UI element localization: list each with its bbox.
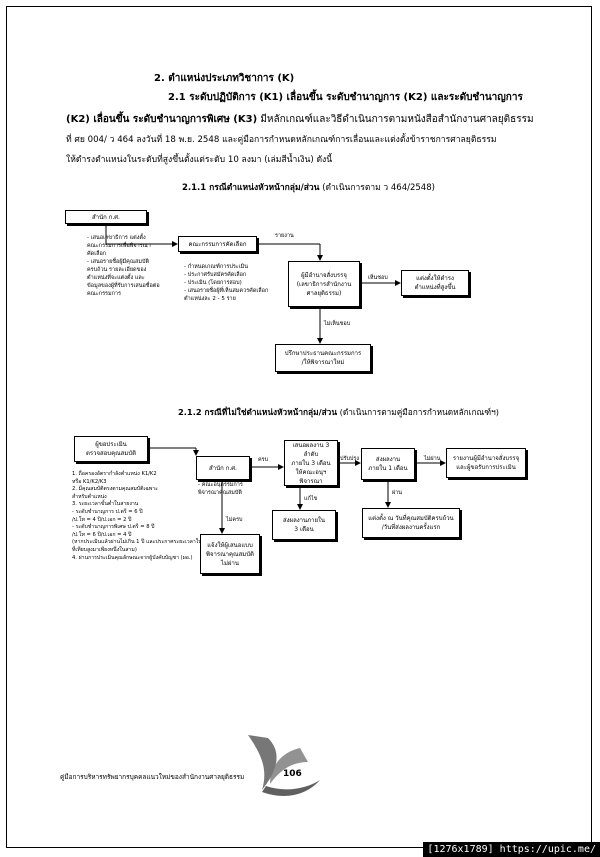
note-line: ข้อมูลของผู้ที่รับการเสนอชื่อต่อ — [87, 283, 160, 289]
flow2-label-notpass: ไม่ผ่าน — [424, 456, 441, 462]
flow2-review-box: ส่งผลงาน ภายใน 1 เดือน — [361, 448, 415, 480]
flow2-label-incomplete: ไม่ครบ — [226, 517, 243, 523]
flow1-consult-box: ปรึกษาประธานคณะกรรมการ /ให้พิจารณาใหม่ — [275, 344, 371, 372]
paragraph-line4: ให้ดำรงตำแหน่งในระดับที่สูงขึ้นตั้งแต่ระ… — [66, 155, 333, 165]
note-line: หรือ K1/K2/K3 — [72, 478, 107, 485]
note-line: - ระดับชำนาญการ ป.ตรี = 6 ปี — [72, 508, 143, 515]
flow2-notify-box: แจ้งให้ผู้เสนอแบบ พิจารณาคุณสมบัติ ไม่ผ่… — [200, 534, 260, 574]
note-line: 3. ระยะเวลาขั้นต่ำในสายงาน — [72, 501, 139, 508]
flow2-label-revise: ปรับปรุง — [340, 456, 360, 462]
note-line: - ประเมิน (โดยการสอบ) — [184, 280, 242, 286]
section-212-title: 2.1.2 กรณีที่ไม่ใช่ตำแหน่งหัวหน้ากลุ่ม/ส… — [178, 405, 499, 419]
note-line: ตำแหน่งละ 2 - 5 ราย — [184, 296, 236, 302]
flow1-label-report: รายงาน — [275, 233, 294, 239]
flow2-evaluator-box: ผู้ขอประเมิน ตรวจสอบคุณสมบัติ — [74, 436, 148, 462]
sub-title-line1: 2.1 ระดับปฏิบัติการ (K1) เลื่อนขึ้น ระดั… — [168, 92, 523, 103]
paragraph-line3: ที่ ศย 004/ ว 464 ลงวันที่ 18 พ.ย. 2548 … — [66, 135, 497, 145]
note-line: คณะกรรมการเพื่อพิจารณา — [87, 243, 151, 249]
note-line: ตำแหน่งที่จะแต่งตั้ง และ — [87, 275, 145, 281]
note-line: - ประกาศรับสมัครคัดเลือก — [184, 272, 247, 278]
note-line: คณะกรรมการ — [87, 291, 121, 297]
sub-title-line2-rest: มีหลักเกณฑ์และวิธีดำเนินการตามหนังสือสำน… — [257, 114, 534, 125]
flow2-submit-box: เสนอผลงาน 3 ลำดับ ภายใน 3 เดือน ให้คณะอน… — [284, 440, 338, 486]
note-line: - เสนอเลขาธิการ แต่งตั้ง — [87, 235, 146, 241]
note-line: 4. ผ่านการประเมินคุณลักษณะจากผู้บังคับบั… — [72, 554, 193, 561]
flow1-appoint-box: แต่งตั้งให้ดำรง ตำแหน่งที่สูงขึ้น — [401, 270, 469, 296]
section-211-title-rest: (ดำเนินการตาม ว 464/2548) — [319, 183, 435, 193]
note-line: สำหรับตำแหน่ง — [72, 493, 107, 500]
note-line: /ป.โท = 6 ปี/ป.เอก = 4 ปี — [72, 531, 132, 538]
page-border — [6, 6, 592, 848]
flow2-office-box: สำนัก ก.ศ. — [196, 456, 250, 480]
flow2-office-notes: - คณะอนุกรรมการ พิจารณาคุณสมบัติ — [198, 481, 243, 497]
note-line: ที่เทียบสูงมาเพียงหนึ่งในสาม) — [72, 546, 137, 553]
section-title: 2. ตำแหน่งประเภทวิชาการ (K) — [154, 73, 295, 84]
flow2-submit-fix-box: ส่งผลงานภายใน 3 เดือน — [272, 510, 336, 540]
note-line: (หากประเมินแล้วผ่านไม่เกิน 1 ปี และประกา… — [72, 539, 220, 546]
flow1-appointing-box: ผู้มีอำนาจสั่งบรรจุ (เลขาธิการสำนักงาน ศ… — [288, 261, 360, 307]
page-number: 106 — [283, 769, 302, 779]
note-line: - กำหนดเกณฑ์การประเมิน — [184, 264, 249, 270]
note-line: /ป.โท = 4 ปี/ป.เอก = 2 ปี — [72, 516, 132, 523]
note-line: - ระดับชำนาญการพิเศษ ป.ตรี = 8 ปี — [72, 524, 155, 531]
note-line: พิจารณาคุณสมบัติ — [198, 490, 242, 496]
note-line: คัดเลือก — [87, 251, 107, 257]
flow1-office-box: สำนัก ก.ศ. — [65, 210, 147, 224]
flow2-label-pass: ผ่าน — [392, 490, 403, 496]
footer-text: คู่มือการบริหารทรัพยากรบุคคลแนวใหม่ของสำ… — [60, 773, 245, 781]
image-host-stamp: [1276x1789] https://upic.me/ — [423, 842, 600, 857]
flow2-appoint-box: แต่งตั้ง ณ วันที่คุณสมบัติครบถ้วน /วันที… — [362, 508, 460, 538]
section-212-title-rest: (ดำเนินการตามคู่มือการกำหนดหลักเกณฑ์ฯ) — [337, 407, 500, 417]
note-line: - เสนอรายชื่อผู้ที่เห็นสมควรคัดเลือก — [184, 288, 269, 294]
note-line: - คณะอนุกรรมการ — [198, 482, 243, 488]
section-211-title: 2.1.1 กรณีตำแหน่งหัวหน้ากลุ่ม/ส่วน (ดำเน… — [182, 180, 435, 194]
flow1-label-approve: เห็นชอบ — [368, 275, 388, 281]
note-line: - เสนอรายชื่อผู้มีคุณสมบัติ — [87, 259, 150, 265]
flow1-committee-box: คณะกรรมการคัดเลือก — [178, 236, 257, 252]
flow2-label-complete: ครบ — [258, 457, 269, 463]
flow1-office-notes: - เสนอเลขาธิการ แต่งตั้ง คณะกรรมการเพื่อ… — [87, 234, 160, 298]
flow1-committee-notes: - กำหนดเกณฑ์การประเมิน - ประกาศรับสมัครค… — [184, 263, 268, 303]
note-line: 1. ถือครองอัตรากำลังตำแหน่ง K1/K2 — [72, 471, 157, 477]
flow2-report-box: รายงานผู้มีอำนาจสั่งบรรจุ และผู้ขอรับการ… — [446, 448, 526, 478]
flow1-label-disapprove: ไม่เห็นชอบ — [324, 321, 351, 327]
flow2-evaluator-notes: 1. ถือครองอัตรากำลังตำแหน่ง K1/K2 หรือ K… — [72, 471, 220, 562]
note-line: 2. มีคุณสมบัติตรงตามคุณสมบัติเฉพาะ — [72, 486, 158, 493]
section-212-title-bold: 2.1.2 กรณีที่ไม่ใช่ตำแหน่งหัวหน้ากลุ่ม/ส… — [178, 407, 337, 417]
sub-title-line2-bold: (K2) เลื่อนขึ้น ระดับชำนาญการพิเศษ (K3) — [66, 114, 258, 125]
flow2-label-fix: แก้ไข — [304, 496, 318, 502]
sub-title-line2: (K2) เลื่อนขึ้น ระดับชำนาญการพิเศษ (K3) … — [66, 110, 534, 130]
section-211-title-bold: 2.1.1 กรณีตำแหน่งหัวหน้ากลุ่ม/ส่วน — [182, 183, 320, 193]
note-line: ครบถ้วน รายละเอียดของ — [87, 267, 147, 273]
